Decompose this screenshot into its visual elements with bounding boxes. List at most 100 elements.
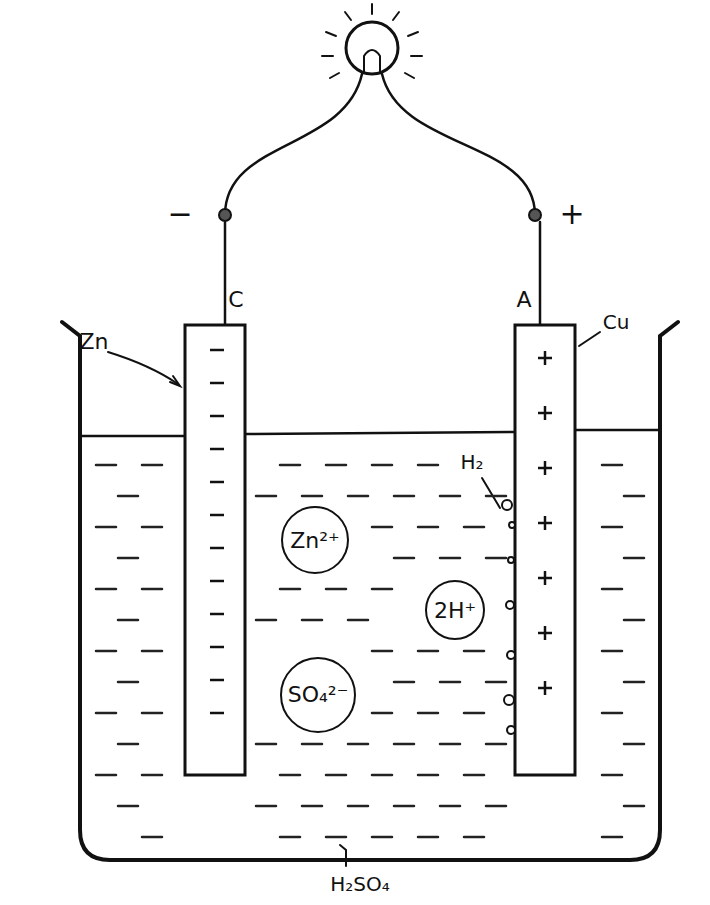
- electrolyte-dash: [256, 495, 276, 498]
- negative-charge: [210, 613, 224, 616]
- electrolyte-dash: [96, 464, 116, 467]
- hydrogen-bubble: [508, 557, 514, 563]
- electrolyte-dash: [394, 681, 414, 684]
- electrolyte-dash: [440, 557, 460, 560]
- electrolyte-dash: [256, 743, 276, 746]
- electrolyte-dash: [118, 619, 138, 622]
- electrolyte-dash: [348, 495, 368, 498]
- ion-label: Zn²⁺: [290, 528, 339, 553]
- wire: [225, 74, 362, 215]
- part-label: H₂SO₄: [327, 873, 393, 895]
- electrolyte-dash: [96, 526, 116, 529]
- arrowhead: [170, 376, 180, 386]
- terminal: [529, 209, 541, 221]
- leader-line: [482, 478, 500, 508]
- electrolyte-dash: [118, 557, 138, 560]
- electrolyte-dash: [142, 774, 162, 777]
- electrolyte-dash: [440, 495, 460, 498]
- electrolyte-dash: [302, 619, 322, 622]
- electrolyte-dash: [326, 774, 346, 777]
- electrolyte-dash: [256, 805, 276, 808]
- electrolyte-dash: [486, 495, 506, 498]
- electrolyte-dash: [96, 650, 116, 653]
- electrolyte-dash: [418, 774, 438, 777]
- negative-charge: [210, 712, 224, 715]
- electrolyte-dash: [624, 681, 644, 684]
- ion-circle: Zn²⁺: [281, 506, 349, 574]
- leader-line: [579, 332, 600, 346]
- negative-charge: [210, 514, 224, 517]
- electrolyte-dash: [96, 774, 116, 777]
- lamp-bulb: [346, 22, 398, 74]
- hydrogen-bubble: [507, 651, 515, 659]
- electrolyte-dash: [602, 464, 622, 467]
- electrolyte-dash: [326, 836, 346, 839]
- positive-charge: [544, 351, 547, 365]
- electrolyte-dash: [348, 805, 368, 808]
- wire: [382, 74, 535, 215]
- electrolyte-dash: [372, 836, 392, 839]
- positive-charge: [544, 626, 547, 640]
- negative-charge: [210, 547, 224, 550]
- positive-charge: [544, 681, 547, 695]
- copper-electrode: [515, 325, 575, 775]
- part-label: Cu: [600, 311, 633, 333]
- positive-charge: [544, 571, 547, 585]
- electrolyte-dash: [440, 805, 460, 808]
- electrolyte-dash: [486, 681, 506, 684]
- negative-charge: [210, 349, 224, 352]
- negative-charge: [210, 448, 224, 451]
- electrolyte-dash: [142, 464, 162, 467]
- electrolyte-dash: [96, 712, 116, 715]
- electrolyte-dash: [486, 557, 506, 560]
- electrolyte-dash: [624, 805, 644, 808]
- electrolyte-dash: [372, 588, 392, 591]
- electrolyte-dash: [602, 712, 622, 715]
- electrolyte-dash: [256, 619, 276, 622]
- electrolyte-dash: [142, 712, 162, 715]
- negative-charge: [210, 580, 224, 583]
- electrolyte-dash: [624, 619, 644, 622]
- electrolyte-dash: [372, 774, 392, 777]
- liquid-surface: [245, 432, 515, 434]
- electrolyte-dash: [418, 836, 438, 839]
- electrolyte-dash: [624, 743, 644, 746]
- electrolyte-dash: [372, 526, 392, 529]
- part-label: H₂: [457, 451, 486, 473]
- electrolyte-dash: [372, 712, 392, 715]
- part-label: C: [225, 288, 246, 312]
- electrolyte-dash: [142, 650, 162, 653]
- hydrogen-bubble: [502, 500, 512, 510]
- electrolyte-dash: [418, 464, 438, 467]
- hydrogen-bubble: [506, 601, 514, 609]
- electrolyte-dash: [602, 836, 622, 839]
- electrolyte-dash: [624, 495, 644, 498]
- electrolyte-dash: [464, 526, 484, 529]
- electrolyte-dash: [326, 464, 346, 467]
- electrolyte-dash: [96, 588, 116, 591]
- electrolyte-dash: [602, 650, 622, 653]
- electrolyte-dash: [302, 743, 322, 746]
- part-label: Zn: [76, 330, 111, 354]
- electrolyte-dash: [372, 650, 392, 653]
- part-label: −: [164, 198, 195, 230]
- zinc-electrode: [185, 325, 245, 775]
- positive-charge: [544, 516, 547, 530]
- electrolyte-dash: [394, 743, 414, 746]
- leader-line: [340, 845, 346, 866]
- electrolyte-dash: [118, 743, 138, 746]
- electrolyte-dash: [394, 805, 414, 808]
- electrolyte-dash: [602, 526, 622, 529]
- electrolyte-dash: [440, 681, 460, 684]
- hydrogen-bubble: [509, 522, 515, 528]
- electrolyte-dash: [326, 588, 346, 591]
- positive-charge: [544, 461, 547, 475]
- electrolyte-dash: [302, 495, 322, 498]
- electrolyte-dash: [118, 681, 138, 684]
- part-label: A: [513, 288, 534, 312]
- terminal: [219, 209, 231, 221]
- electrolyte-dash: [280, 464, 300, 467]
- electrolyte-dash: [372, 464, 392, 467]
- negative-charge: [210, 382, 224, 385]
